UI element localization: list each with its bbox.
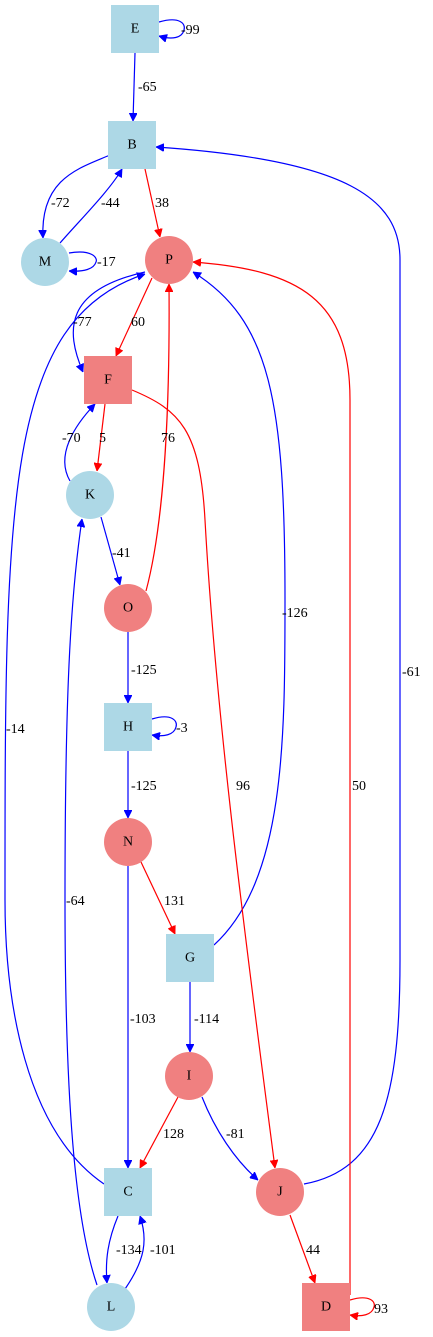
edge-label-j-b: -61 — [402, 665, 421, 680]
node-label-m: M — [39, 255, 52, 270]
edge-j-d — [289, 1214, 315, 1283]
edge-label-g-i: -114 — [194, 1012, 219, 1027]
edge-d-p — [193, 262, 351, 1295]
node-o — [104, 584, 152, 632]
edge-label-i-j: -81 — [226, 1127, 245, 1142]
edge-label-e-e: -99 — [181, 23, 200, 38]
edge-label-d-d: 93 — [374, 1302, 388, 1317]
edge-label-j-d: 44 — [306, 1243, 320, 1258]
node-l — [87, 1283, 135, 1331]
edge-label-m-m: -17 — [97, 255, 116, 270]
edge-label-k-o: -41 — [112, 546, 131, 561]
edge-label-k-f: -70 — [62, 431, 81, 446]
edge-label-l-c: -101 — [150, 1243, 176, 1258]
edge-label-n-c: -103 — [130, 1012, 156, 1027]
edge-label-p-f2: 60 — [131, 315, 145, 330]
edge-label-l-k: -64 — [66, 894, 85, 909]
edge-l-k — [64, 519, 98, 1286]
node-d — [302, 1283, 350, 1331]
edge-e-b — [133, 52, 135, 121]
edge-label-h-h: -3 — [176, 721, 188, 736]
edge-i-c — [139, 1096, 179, 1168]
node-label-b: B — [127, 138, 136, 153]
edge-label-h-n: -125 — [131, 779, 157, 794]
edges-layer — [4, 19, 401, 1316]
node-label-n: N — [123, 835, 133, 850]
edge-label-n-g: 131 — [164, 894, 185, 909]
node-h — [104, 703, 152, 751]
node-label-d: D — [321, 1300, 331, 1315]
node-label-i: I — [187, 1069, 192, 1084]
node-g — [166, 934, 214, 982]
edge-n-g — [140, 861, 175, 934]
edge-d-d — [350, 1297, 375, 1316]
edge-f-k — [97, 403, 106, 471]
node-p — [145, 236, 193, 284]
edge-label-d-p: 50 — [352, 779, 366, 794]
edge-c-l — [106, 1215, 119, 1283]
node-label-e: E — [131, 22, 140, 37]
node-f — [84, 356, 132, 404]
node-label-j: J — [277, 1185, 283, 1200]
edge-label-o-p: 76 — [161, 431, 175, 446]
edge-label-b-m: -72 — [51, 196, 70, 211]
node-m — [21, 238, 69, 286]
edge-h-h — [152, 716, 177, 736]
edge-o-p — [145, 284, 169, 592]
edge-f-j — [131, 389, 275, 1168]
node-i — [165, 1052, 213, 1100]
edge-m-m — [69, 251, 97, 271]
edge-label-g-p: -126 — [282, 606, 308, 621]
node-label-l: L — [107, 1300, 116, 1315]
edge-p-f — [72, 271, 146, 372]
edge-label-o-h: -125 — [131, 663, 157, 678]
edge-labels-layer: -99 -65 -72 -44 38 -17 -77 60 -70 5 76 -41 -126 -125 -… — [6, 23, 421, 1317]
edge-label-b-p: 38 — [155, 196, 169, 211]
nodes-layer: E B M P F K O H N G I C J L D — [21, 5, 350, 1331]
edge-c-p — [4, 274, 145, 1185]
edge-label-i-c: 128 — [163, 1127, 184, 1142]
edge-label-f-j: 96 — [236, 779, 250, 794]
edge-p-f2 — [116, 277, 153, 356]
node-c — [104, 1168, 152, 1216]
node-j — [256, 1168, 304, 1216]
edge-label-f-k: 5 — [99, 431, 106, 446]
edge-b-p — [144, 168, 160, 237]
edge-label-p-f: -77 — [73, 315, 92, 330]
edge-l-c — [124, 1216, 144, 1290]
edge-m-b — [59, 169, 123, 244]
node-b — [108, 121, 156, 169]
node-label-o: O — [123, 601, 133, 616]
edge-j-b — [156, 147, 401, 1185]
edge-g-p — [193, 271, 286, 946]
node-e — [111, 5, 159, 53]
node-label-g: G — [185, 951, 195, 966]
edge-k-o — [100, 516, 120, 585]
node-n — [104, 818, 152, 866]
node-label-c: C — [123, 1185, 132, 1200]
edge-label-c-l: -134 — [116, 1243, 142, 1258]
node-k — [66, 471, 114, 519]
edge-label-c-p: -14 — [6, 722, 25, 737]
node-label-p: P — [165, 253, 173, 268]
node-label-f: F — [104, 373, 112, 388]
edge-b-m — [43, 154, 111, 238]
node-label-h: H — [123, 720, 133, 735]
node-label-k: K — [85, 488, 95, 503]
edge-i-j — [201, 1096, 258, 1180]
edge-k-f — [64, 404, 95, 482]
edge-e-e — [159, 19, 185, 38]
edge-label-m-b: -44 — [101, 196, 120, 211]
edge-label-e-b: -65 — [138, 80, 157, 95]
